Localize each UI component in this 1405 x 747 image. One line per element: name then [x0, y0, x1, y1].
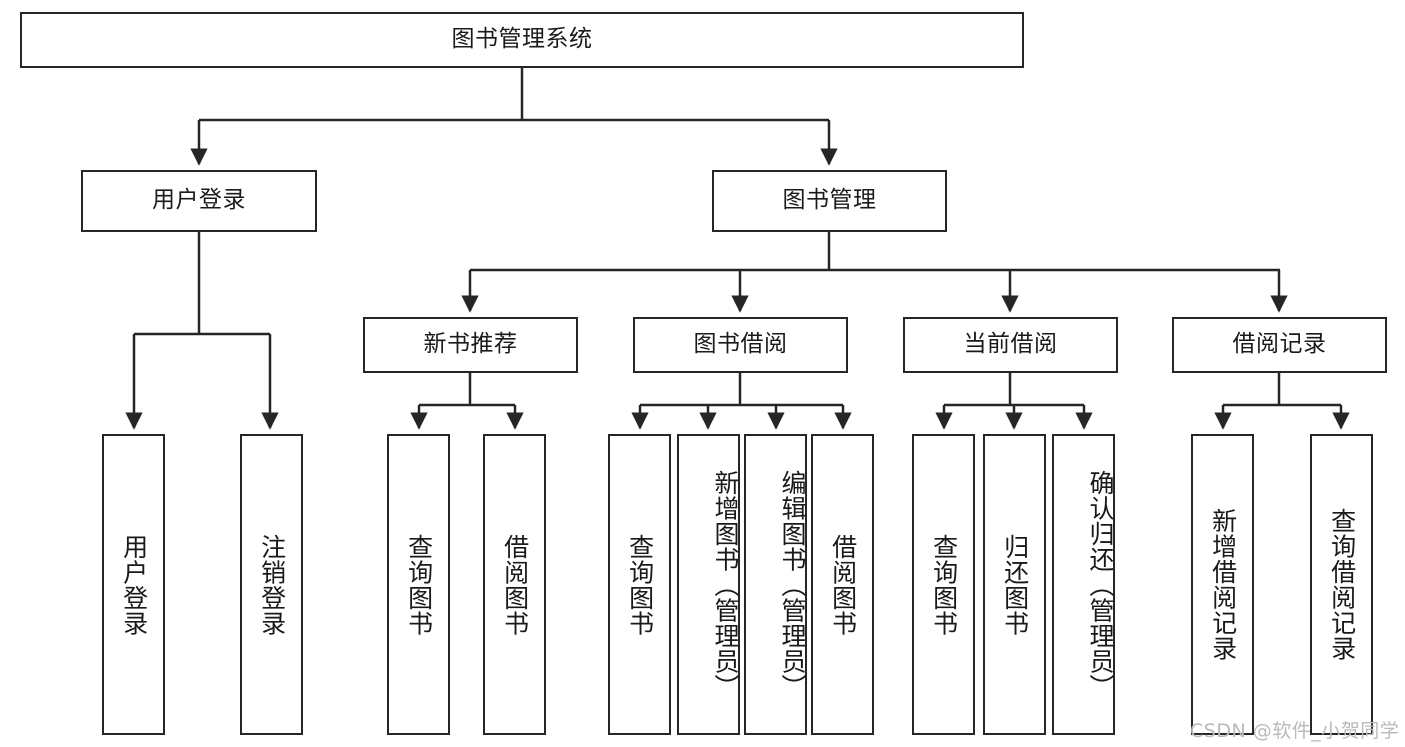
node-user-login[interactable]: 用户登录: [81, 170, 317, 232]
leaf-query-book-recommend[interactable]: 查询图书: [387, 434, 450, 735]
leaf-user-login[interactable]: 用户登录: [102, 434, 165, 735]
node-book-borrow[interactable]: 图书借阅: [633, 317, 848, 373]
leaf-borrow-book[interactable]: 借阅图书: [811, 434, 874, 735]
leaf-add-book-admin[interactable]: 新增图书（管理员）: [677, 434, 740, 735]
leaf-borrow-book-recommend[interactable]: 借阅图书: [483, 434, 546, 735]
leaf-confirm-return-admin[interactable]: 确认归还（管理员）: [1052, 434, 1115, 735]
csdn-watermark: CSDN @软件_小贺同学: [1190, 720, 1400, 742]
node-borrow-record[interactable]: 借阅记录: [1172, 317, 1387, 373]
node-current-borrow[interactable]: 当前借阅: [903, 317, 1118, 373]
leaf-return-book[interactable]: 归还图书: [983, 434, 1046, 735]
leaf-query-book[interactable]: 查询图书: [608, 434, 671, 735]
leaf-edit-book-admin[interactable]: 编辑图书（管理员）: [744, 434, 807, 735]
node-new-book-recommend[interactable]: 新书推荐: [363, 317, 578, 373]
leaf-query-book-current[interactable]: 查询图书: [912, 434, 975, 735]
node-book-manage[interactable]: 图书管理: [712, 170, 947, 232]
leaf-logout-login[interactable]: 注销登录: [240, 434, 303, 735]
leaf-query-borrow-record[interactable]: 查询借阅记录: [1310, 434, 1373, 735]
node-root[interactable]: 图书管理系统: [20, 12, 1024, 68]
leaf-add-borrow-record[interactable]: 新增借阅记录: [1191, 434, 1254, 735]
